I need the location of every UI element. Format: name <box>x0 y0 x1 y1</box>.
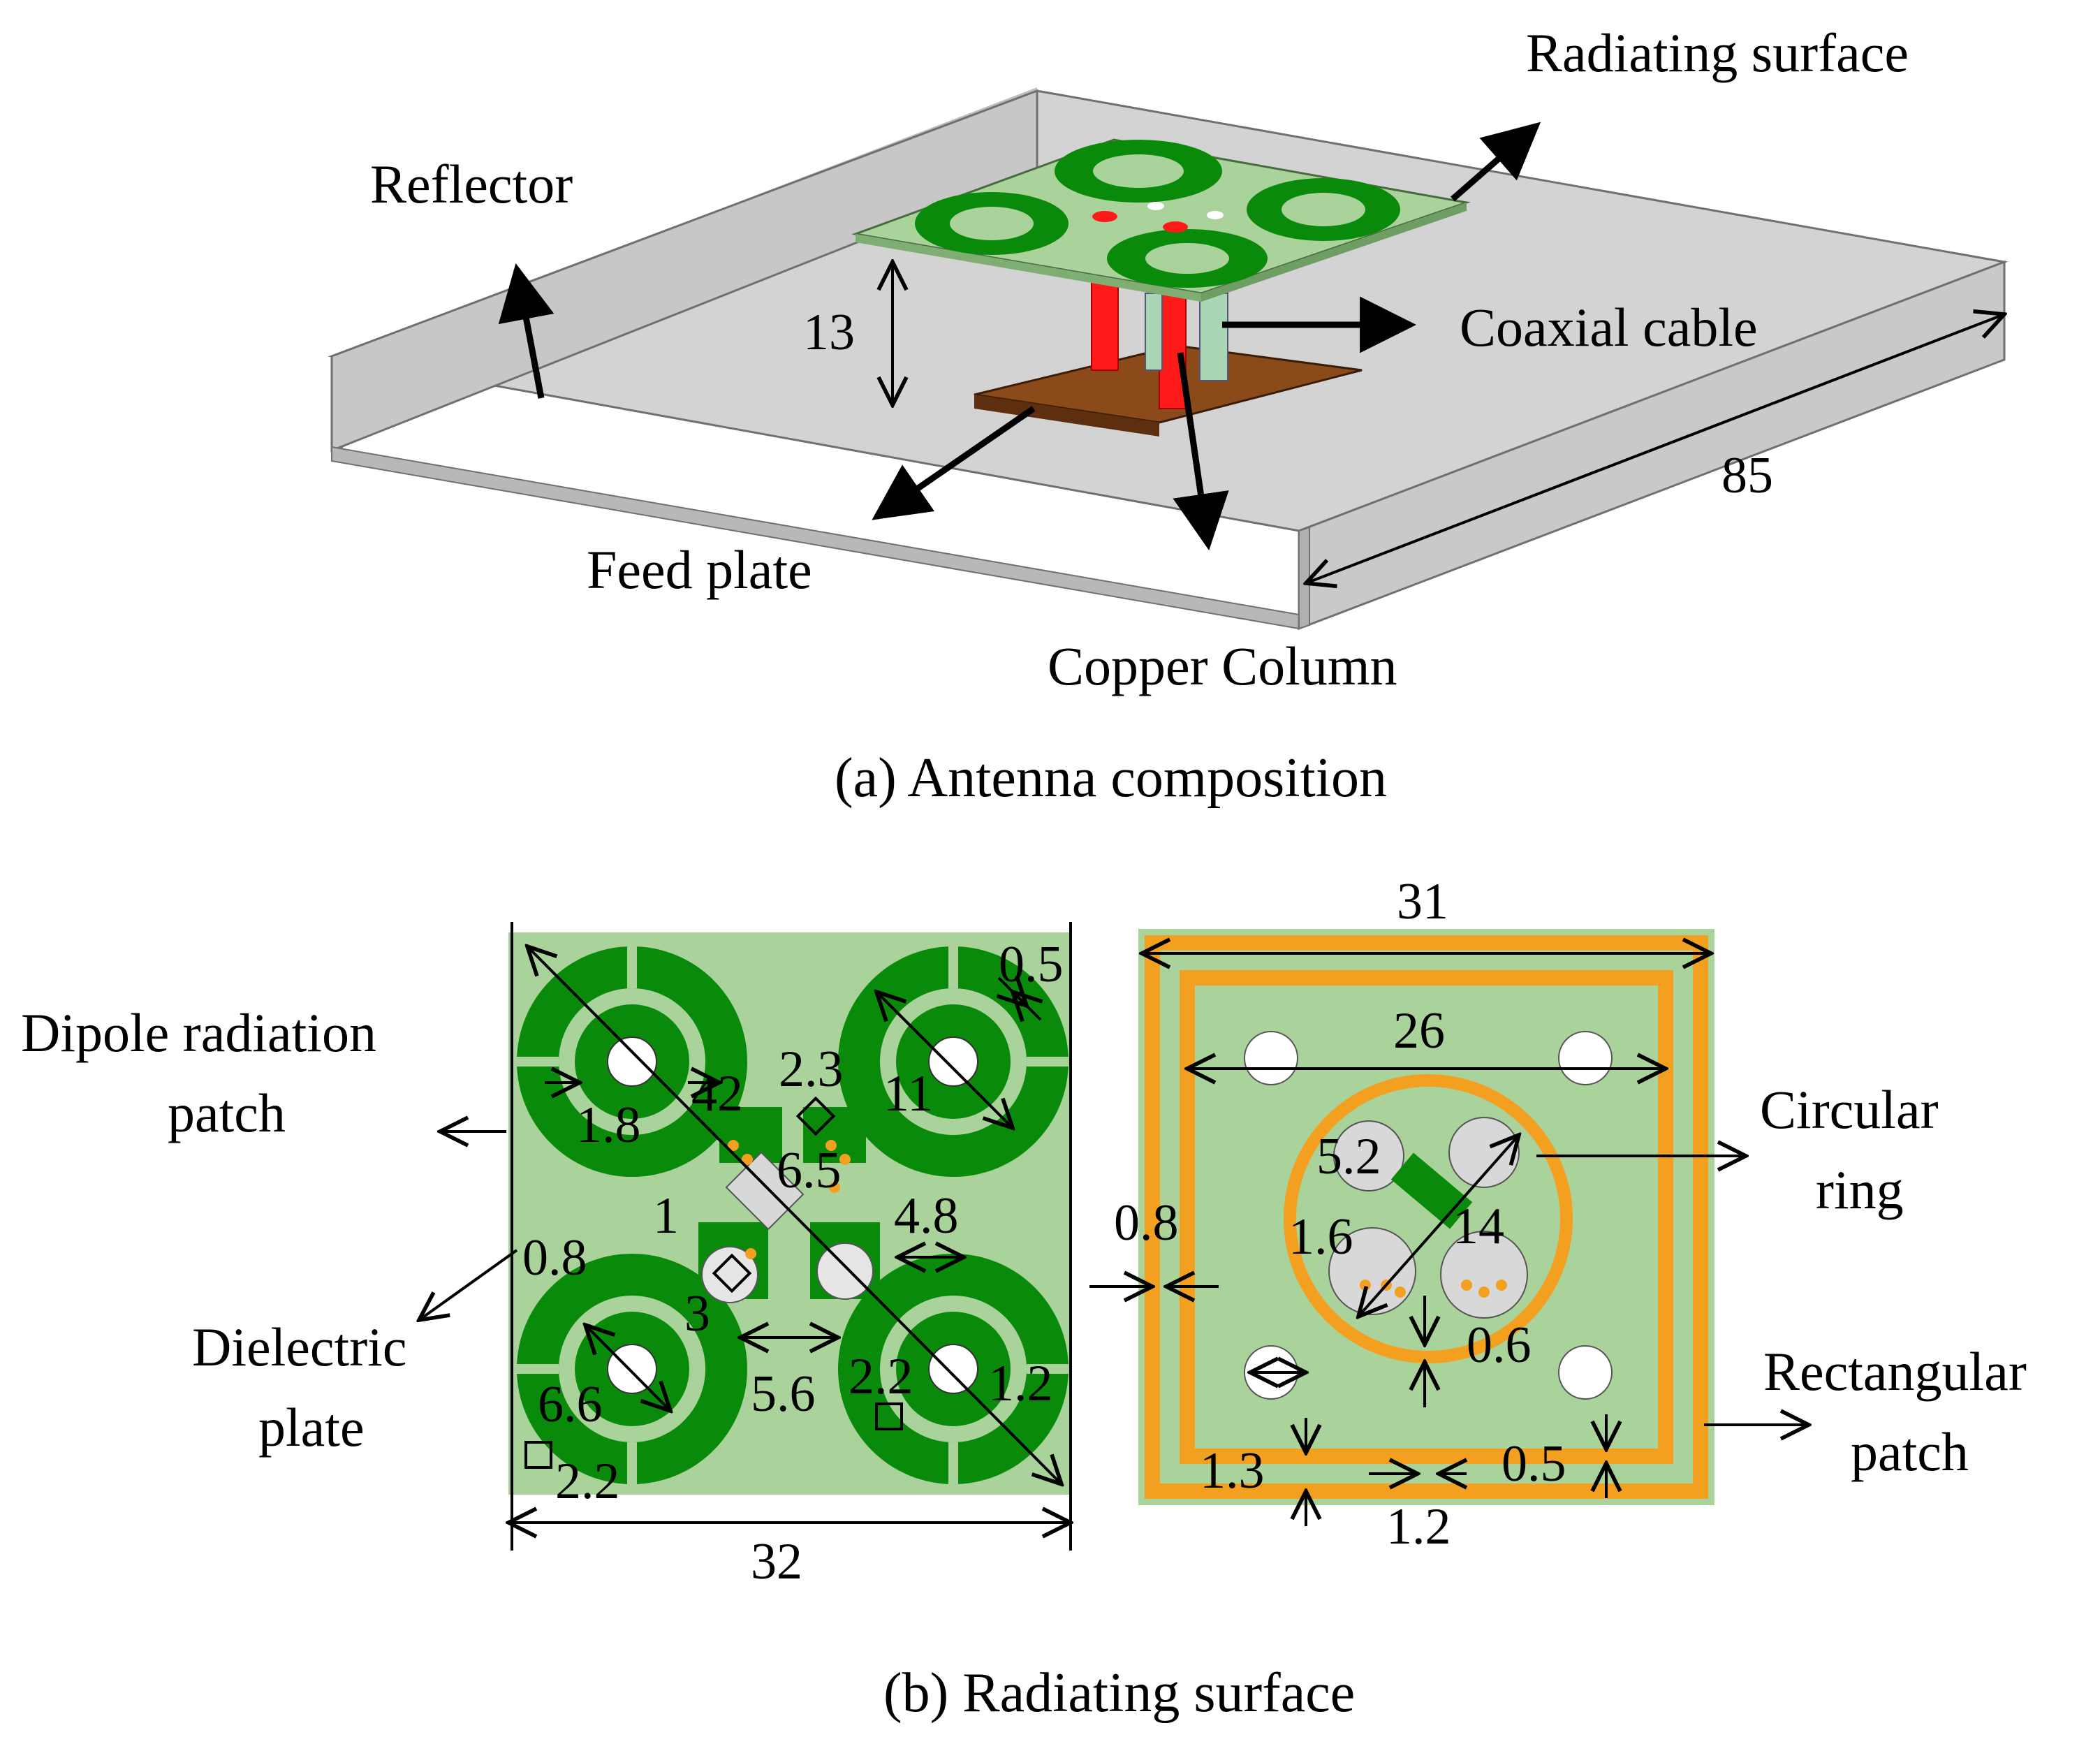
label-feed-plate: Feed plate <box>587 539 812 600</box>
label-rect-line2: patch <box>1851 1421 1969 1482</box>
dim-31: 31 <box>1397 873 1448 930</box>
dim-1-2-right: 1.2 <box>1386 1498 1451 1555</box>
label-circular-line2: ring <box>1816 1159 1904 1220</box>
dim-length-85: 85 <box>1721 447 1773 504</box>
panel-a: Radiating surface Reflector Coaxial cabl… <box>328 22 2004 809</box>
label-copper-column: Copper Column <box>1048 636 1397 696</box>
dim-0-6: 0.6 <box>1467 1317 1532 1374</box>
dim-26: 26 <box>1393 1002 1445 1060</box>
dim-2-2-mid: 2.2 <box>849 1348 913 1405</box>
dim-2-3: 2.3 <box>779 1041 844 1098</box>
dim-6-6: 6.6 <box>538 1376 603 1433</box>
dim-1: 1 <box>653 1187 679 1245</box>
panel-b-right-board: 31 26 5.2 1.6 14 0.8 0.6 1.3 0.5 1.2 Cir… <box>1089 873 2027 1555</box>
dim-11: 11 <box>883 1065 933 1122</box>
dim-height-13: 13 <box>803 304 855 361</box>
dim-14: 14 <box>1453 1198 1504 1255</box>
dim-1-8: 1.8 <box>576 1097 641 1154</box>
label-dipole-line1: Dipole radiation <box>21 1002 376 1063</box>
dim-5-2: 5.2 <box>1316 1128 1381 1185</box>
label-dielectric-line1: Dielectric <box>192 1317 406 1377</box>
dim-4-8: 4.8 <box>894 1187 959 1245</box>
dim-1-3: 1.3 <box>1200 1442 1265 1500</box>
dim-0-5-right: 0.5 <box>1501 1435 1566 1493</box>
label-radiating-surface: Radiating surface <box>1526 22 1909 83</box>
label-rect-line1: Rectangular <box>1763 1341 2027 1402</box>
label-dielectric-line2: plate <box>258 1397 365 1458</box>
copper-columns <box>1091 275 1228 409</box>
panel-b-left-board: 0.5 42 2.3 11 1.8 6.5 1 4.8 0.8 3 6.6 5.… <box>21 922 1071 1590</box>
dim-0-8-right: 0.8 <box>1114 1194 1179 1252</box>
dim-5-6: 5.6 <box>751 1365 816 1423</box>
caption-a: (a) Antenna composition <box>835 747 1387 809</box>
label-circular-line1: Circular <box>1760 1079 1939 1140</box>
dim-1-2-left: 1.2 <box>988 1355 1053 1412</box>
label-reflector: Reflector <box>370 154 573 214</box>
dim-42: 42 <box>691 1065 743 1122</box>
radiating-board-3d <box>851 138 1471 302</box>
dim-6-5: 6.5 <box>777 1142 842 1199</box>
dim-32: 32 <box>751 1533 802 1590</box>
dim-0-5-left: 0.5 <box>999 936 1064 993</box>
caption-b: (b) Radiating surface <box>883 1662 1355 1724</box>
dim-3: 3 <box>684 1285 710 1342</box>
label-dipole-line2: patch <box>168 1083 286 1143</box>
label-coaxial-cable: Coaxial cable <box>1460 297 1758 358</box>
dim-1-6: 1.6 <box>1288 1208 1353 1266</box>
dim-0-8-left: 0.8 <box>522 1229 587 1287</box>
dim-2-2-bottom: 2.2 <box>555 1453 620 1510</box>
